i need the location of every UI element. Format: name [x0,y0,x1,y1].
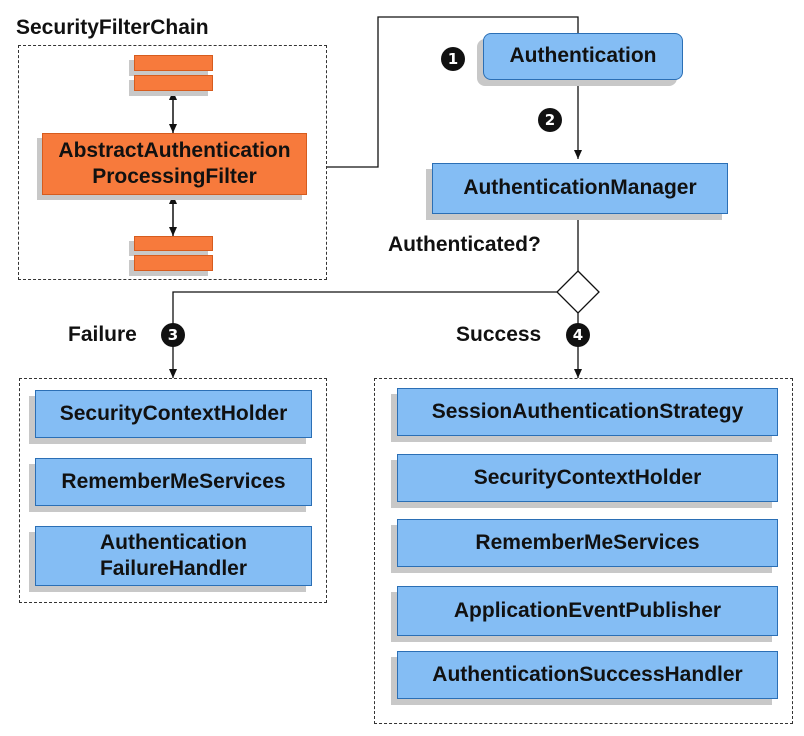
authenticated-question-label: Authenticated? [388,233,541,256]
failure-handler-line1: Authentication [99,530,247,554]
decision-diamond [556,270,600,314]
step-3-badge: 3 [161,323,185,347]
failure-handler-line2: FailureHandler [99,557,248,580]
filter-to-authentication-line [327,16,579,168]
filter-bar-4 [134,255,213,271]
authentication-failure-handler: Authentication FailureHandler [35,526,312,586]
failure-branch-arrow [169,291,557,378]
step-2-badge: 2 [538,108,562,132]
success-container [374,378,793,724]
filter-bar-1 [134,55,213,71]
success-remember-me-services: RememberMeServices [397,519,778,567]
authentication-node: Authentication [483,33,683,80]
filter-bar-2 [134,75,213,91]
session-authentication-strategy: SessionAuthenticationStrategy [397,388,778,436]
step-4-badge: 4 [566,323,590,347]
step-1-badge: 1 [441,47,465,71]
filter-chain-title: SecurityFilterChain [16,16,209,39]
filter-label-line2: ProcessingFilter [92,165,257,188]
failure-container [19,378,327,603]
application-event-publisher: ApplicationEventPublisher [397,586,778,636]
failure-security-context-holder: SecurityContextHolder [35,390,312,438]
success-security-context-holder: SecurityContextHolder [397,454,778,502]
filter-bar-3 [134,236,213,251]
abstract-authentication-processing-filter: AbstractAuthentication ProcessingFilter [42,133,307,195]
failure-remember-me-services: RememberMeServices [35,458,312,506]
authentication-success-handler: AuthenticationSuccessHandler [397,651,778,699]
authentication-manager-node: AuthenticationManager [432,163,728,214]
filter-chain-container [18,45,327,280]
failure-label: Failure [68,323,137,346]
filter-label-line1: AbstractAuthentication [58,138,291,162]
success-label: Success [456,323,542,346]
